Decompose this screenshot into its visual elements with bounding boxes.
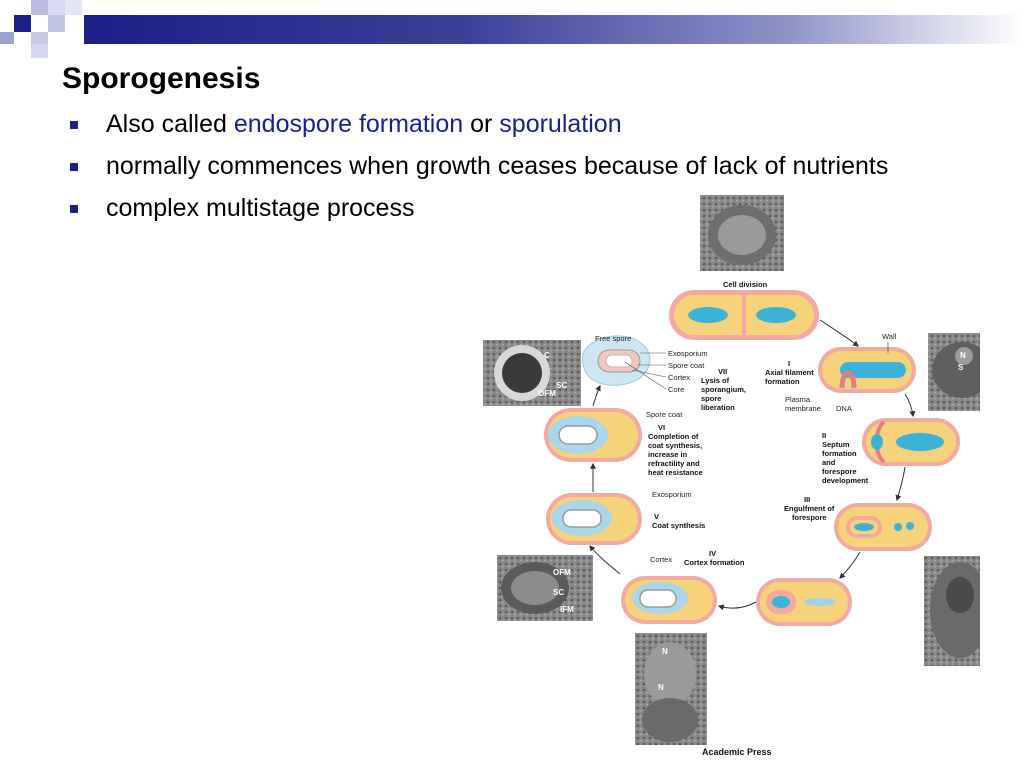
micrograph-right-1: N S M <box>928 333 980 411</box>
em-label-sc: SC <box>556 381 567 390</box>
stage-i-line: formation <box>765 377 800 386</box>
stage-iv-cell <box>621 576 717 624</box>
stage-v-line: Coat synthesis <box>652 521 705 530</box>
stage-vi-num: VI <box>658 423 665 432</box>
deco-square-light <box>65 0 82 15</box>
deco-square-light <box>31 44 48 58</box>
label-free-spore: Free spore <box>595 334 631 343</box>
stage-vi-line: coat synthesis, <box>648 441 702 450</box>
stage-vii-line: sporangium, <box>701 385 746 394</box>
stage-ii-line: forespore <box>822 467 857 476</box>
em-label-ifm: IFM <box>560 605 574 614</box>
em-label-n2: N <box>658 683 664 692</box>
bullet-item: normally commences when growth ceases be… <box>68 150 928 183</box>
stage-v-cell <box>546 493 642 545</box>
stage-v-num: V <box>654 512 659 521</box>
figure-credit: Academic Press <box>702 747 772 757</box>
em-label-ofm: OFM <box>538 389 556 398</box>
bullet-square-icon <box>70 121 78 129</box>
stage-iii-num: III <box>804 495 810 504</box>
deco-square-light <box>31 32 48 44</box>
cycle-arrows <box>589 319 916 611</box>
em-label-sc: SC <box>553 588 564 597</box>
label-cell-division: Cell division <box>723 280 768 289</box>
stage-iv-line: Cortex formation <box>684 558 745 567</box>
label-wall: Wall <box>882 332 897 341</box>
stage-ii-line: development <box>822 476 869 485</box>
deco-square-light <box>48 0 65 15</box>
label-spore-coat-vi: Spore coat <box>646 410 683 419</box>
stage-iii-line: Engulfment of <box>784 504 835 513</box>
stage-forespore-cell <box>756 578 852 626</box>
em-label-ofm: OFM <box>553 568 571 577</box>
label-exosporium: Exosporium <box>668 349 708 358</box>
term-endospore-formation: endospore formation <box>233 110 464 138</box>
label-cortex-iv: Cortex <box>650 555 672 564</box>
label-dna: DNA <box>836 404 852 413</box>
header-gradient-bar <box>84 15 1024 44</box>
micrograph-right-2 <box>924 556 980 666</box>
stage-iii-line: forespore <box>792 513 827 522</box>
deco-square-mid <box>48 15 65 32</box>
bullet-item: complex multistage process <box>68 192 928 225</box>
stage-vi-line: heat resistance <box>648 468 703 477</box>
sporulation-cycle-figure: Cell division Wall I Axial filament form… <box>480 190 980 762</box>
stage-ii-num: II <box>822 431 826 440</box>
stage-ii-line: formation <box>822 449 857 458</box>
header-decoration <box>0 0 1024 58</box>
label-exosporium-v: Exosporium <box>652 490 692 499</box>
deco-square-navy <box>14 15 31 32</box>
stage-vi-line: Completion of <box>648 432 699 441</box>
cell-division-stage <box>669 290 819 340</box>
em-label-n: N <box>960 351 966 360</box>
stage-ii-line: and <box>822 458 836 467</box>
bullet-square-icon <box>70 205 78 213</box>
em-label-n1: N <box>662 647 668 656</box>
stage-vii-line: liberation <box>701 403 735 412</box>
stage-vii-num: VII <box>718 367 727 376</box>
label-cortex: Cortex <box>668 373 690 382</box>
label-core: Core <box>668 385 684 394</box>
deco-square-mid <box>0 32 14 44</box>
em-label-s: S <box>958 363 964 372</box>
bullet-text: complex multistage process <box>106 194 415 222</box>
deco-square-light <box>31 0 48 15</box>
slide-title: Sporogenesis <box>62 62 261 95</box>
label-spore-coat: Spore coat <box>668 361 705 370</box>
stage-ii-line: Septum <box>822 440 850 449</box>
stage-i-line: Axial filament <box>765 368 814 377</box>
stage-ii-cell <box>862 418 960 466</box>
term-sporulation: sporulation <box>499 110 622 138</box>
stage-iv-num: IV <box>709 549 716 558</box>
bullet-item: Also called endospore formation or sporu… <box>68 108 928 141</box>
stage-vi-line: refractility and <box>648 459 700 468</box>
label-plasma-2: membrane <box>785 404 821 413</box>
stage-vii-line: spore <box>701 394 721 403</box>
bullet-list: Also called endospore formation or sporu… <box>68 108 928 234</box>
stage-vi-line: increase in <box>648 450 688 459</box>
stage-iii-cell <box>834 503 932 551</box>
label-plasma-1: Plasma <box>785 395 811 404</box>
em-label-c: C <box>544 351 550 360</box>
stage-vi-cell <box>544 408 642 462</box>
micrograph-bottom: N N <box>635 633 707 745</box>
bullet-text: Also called <box>106 110 234 138</box>
bullet-text: normally commences when growth ceases be… <box>106 152 889 180</box>
micrograph-left-bottom: OFM SC IFM <box>497 555 593 621</box>
bullet-text: or <box>463 110 500 138</box>
stage-i-num: I <box>788 359 790 368</box>
free-spore <box>581 335 651 386</box>
stage-vii-line: Lysis of <box>701 376 730 385</box>
bullet-square-icon <box>70 163 78 171</box>
micrograph-top <box>700 195 784 271</box>
stage-i-cell <box>818 347 916 393</box>
micrograph-left-top: C SC OFM <box>483 340 581 406</box>
